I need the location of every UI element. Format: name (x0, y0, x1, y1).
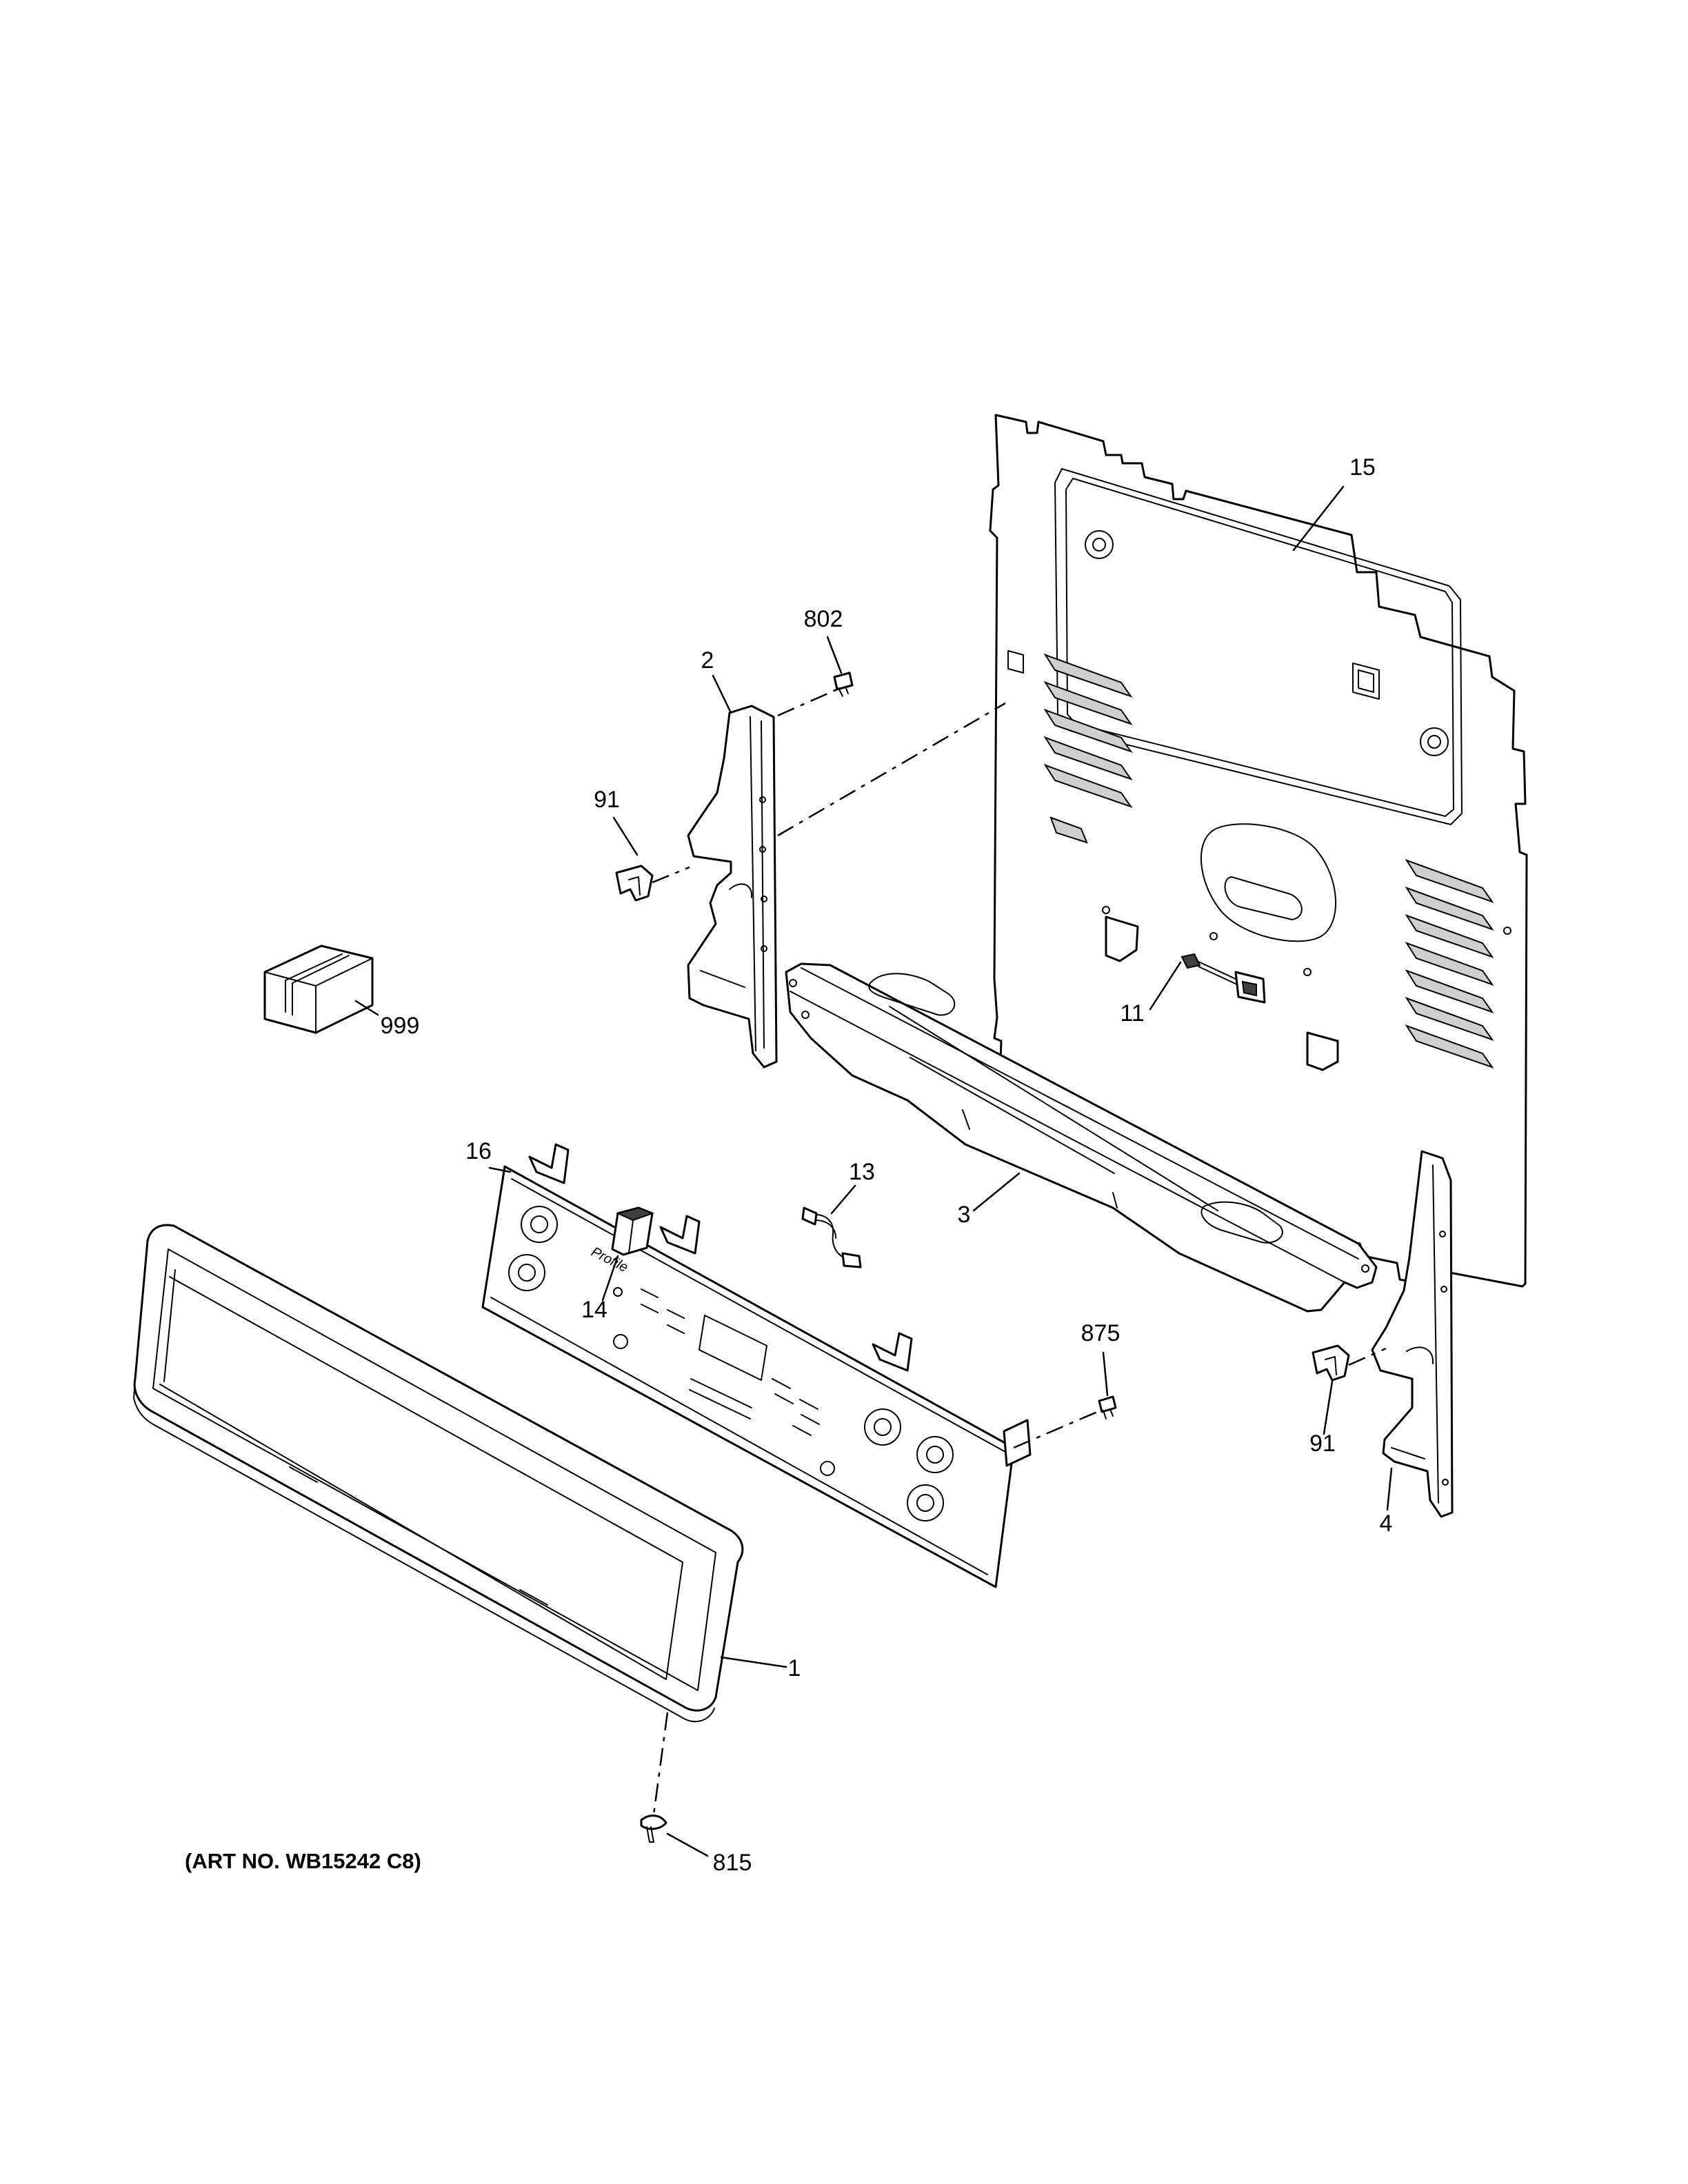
screw-875 (1098, 1395, 1117, 1419)
wire-harness (801, 1206, 862, 1268)
top-front-trim (785, 962, 1378, 1313)
clip-part (611, 1206, 654, 1256)
callout-11: 11 (1120, 1000, 1144, 1027)
harness-connector (1180, 953, 1266, 1004)
callout-15: 15 (1349, 454, 1376, 481)
back-panel (989, 414, 1528, 1288)
callout-3: 3 (958, 1202, 971, 1228)
bracket-right (1312, 1344, 1350, 1382)
callout-2: 2 (701, 647, 714, 674)
screw-802 (833, 671, 854, 697)
callout-802: 802 (804, 606, 843, 632)
callout-815: 815 (713, 1850, 752, 1876)
right-side-trim (1371, 1150, 1454, 1518)
literature-box (263, 944, 374, 1034)
assembly-lines (652, 688, 1387, 1815)
callout-91-left: 91 (594, 787, 620, 813)
callout-1: 1 (788, 1655, 801, 1681)
callout-13: 13 (849, 1159, 875, 1185)
screw-815 (640, 1814, 667, 1843)
art-number-label: (ART NO. WB15242 C8) (185, 1849, 421, 1873)
callout-labels: 15 802 2 91 999 11 14 16 13 3 875 91 4 1… (381, 454, 1393, 1876)
left-side-trim (687, 705, 778, 1069)
front-bezel-frame (133, 1224, 744, 1723)
leader-lines (354, 485, 1393, 1857)
callout-16: 16 (465, 1138, 492, 1164)
callout-999: 999 (381, 1013, 420, 1039)
callout-91-right: 91 (1309, 1430, 1336, 1457)
callout-875: 875 (1081, 1320, 1121, 1346)
bracket-left (615, 865, 654, 902)
callout-14: 14 (581, 1297, 607, 1323)
callout-4: 4 (1380, 1510, 1393, 1537)
